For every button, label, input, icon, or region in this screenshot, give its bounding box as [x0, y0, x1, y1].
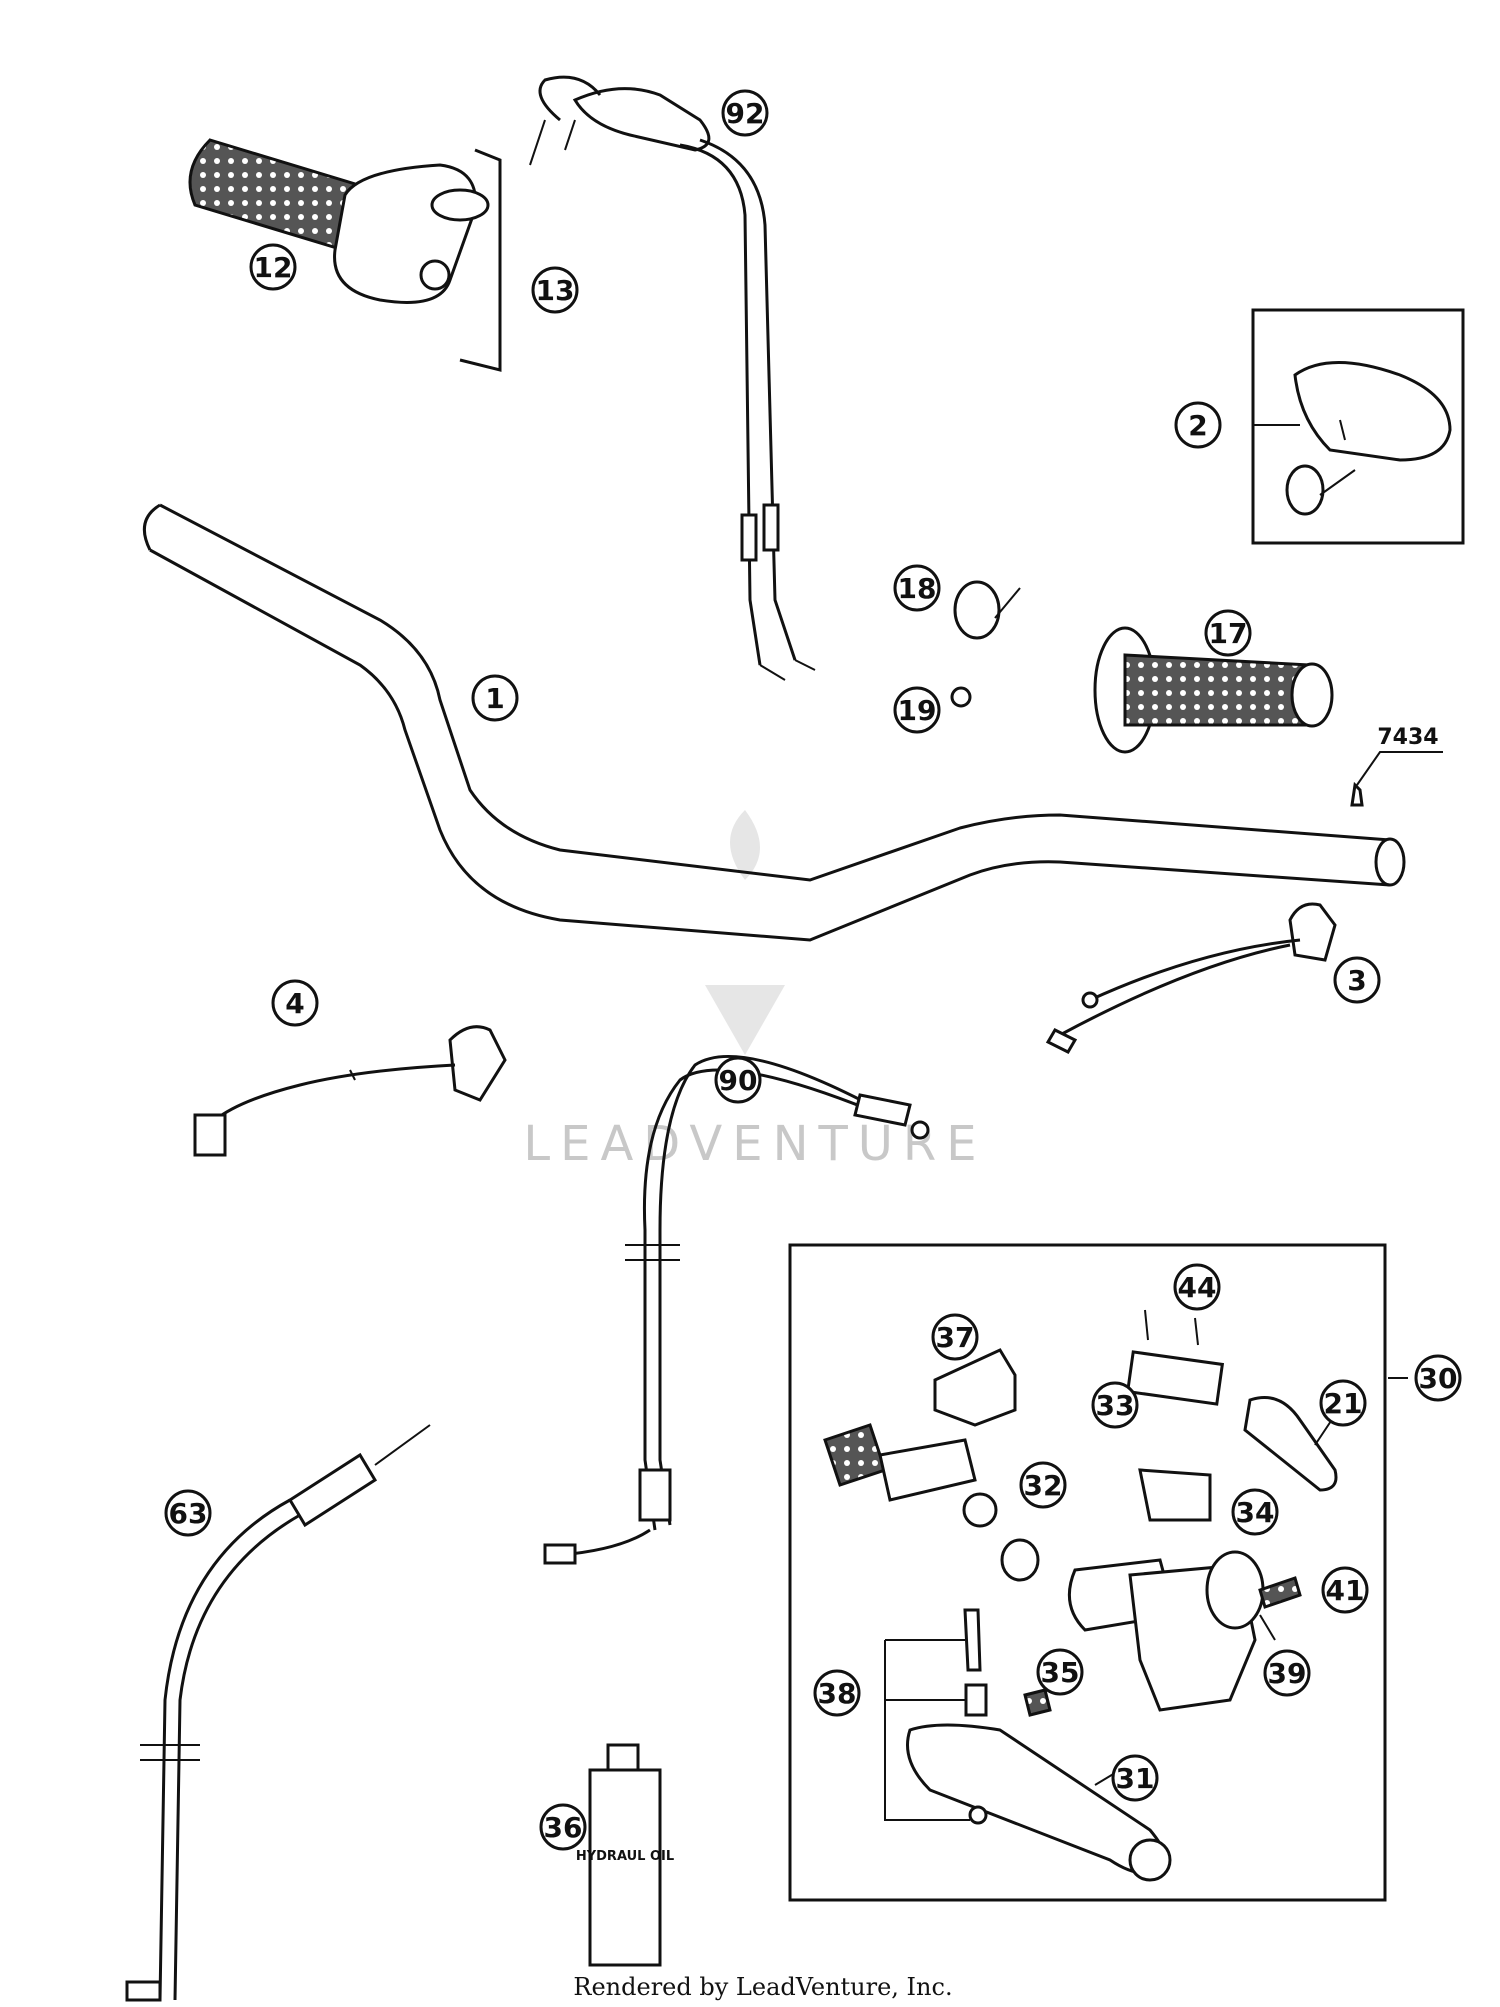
handlebar: [142, 503, 1406, 942]
oil-bottle-label: HYDRAUL OIL: [576, 1849, 674, 1864]
handlebar-pad: [1285, 361, 1452, 516]
callout-38: 38: [813, 1669, 861, 1717]
callout-39: 39: [1263, 1649, 1311, 1697]
callout-44-label: 44: [1178, 1271, 1217, 1304]
callout-90: 90: [714, 1056, 762, 1104]
callout-3: 3: [1333, 956, 1381, 1004]
throttle-grip: [188, 138, 502, 372]
callout-30-label: 30: [1419, 1362, 1458, 1395]
callout-33-label: 33: [1096, 1389, 1135, 1422]
callout-39-label: 39: [1268, 1657, 1307, 1690]
callouts: 1 2 3 4 12 13 17 18 19 21 30 31 32 33 34…: [164, 89, 1462, 1851]
callout-30: 30: [1414, 1354, 1462, 1402]
callout-21: 21: [1319, 1379, 1367, 1427]
callout-41-label: 41: [1326, 1574, 1365, 1607]
callout-1-label: 1: [485, 682, 504, 715]
inset-box-30: [788, 1243, 1387, 1902]
callout-1: 1: [471, 674, 519, 722]
callout-17-label: 17: [1209, 617, 1248, 650]
callout-90-label: 90: [719, 1064, 758, 1097]
callout-36: 36: [539, 1803, 587, 1851]
callout-31-label: 31: [1116, 1762, 1155, 1795]
watermark: LEADVENTURE: [523, 810, 977, 1172]
cover-33: [1125, 1350, 1225, 1406]
front-cable: [543, 1054, 930, 1565]
callout-18-label: 18: [898, 572, 937, 605]
callout-4-label: 4: [285, 987, 304, 1020]
footer-credit: Rendered by LeadVenture, Inc.: [573, 1973, 952, 2001]
callout-35: 35: [1036, 1648, 1084, 1696]
callout-63: 63: [164, 1489, 212, 1537]
inset-box-2: [1251, 308, 1465, 545]
nut: [950, 686, 972, 708]
throttle-cables: [529, 75, 816, 681]
boot-34: [1138, 1468, 1212, 1522]
callout-12: 12: [249, 243, 297, 291]
master-cylinder-parts: [823, 1309, 1338, 1882]
callout-63-label: 63: [169, 1497, 208, 1530]
left-grip: [1093, 626, 1334, 754]
callout-17: 17: [1204, 609, 1252, 657]
callout-21-label: 21: [1324, 1387, 1363, 1420]
callout-19: 19: [893, 686, 941, 734]
callout-92: 92: [721, 89, 769, 137]
adjuster-21: [1243, 1396, 1338, 1492]
bushing: [964, 1683, 988, 1717]
callout-2-label: 2: [1188, 409, 1207, 442]
callout-41: 41: [1321, 1566, 1369, 1614]
spring-32: [823, 1423, 887, 1487]
part-7434: 7434: [1350, 725, 1443, 807]
bracket-37: [933, 1348, 1017, 1427]
callout-38-label: 38: [818, 1677, 857, 1710]
callout-3-label: 3: [1347, 964, 1366, 997]
callout-34: 34: [1231, 1488, 1279, 1536]
callout-13-label: 13: [536, 274, 575, 307]
callout-35-label: 35: [1041, 1656, 1080, 1689]
callout-37-label: 37: [936, 1321, 975, 1354]
sensor-cable: [125, 1424, 431, 2002]
screw-41: [1258, 1576, 1302, 1609]
callout-44: 44: [1173, 1263, 1221, 1311]
callout-32-label: 32: [1024, 1469, 1063, 1502]
callout-13: 13: [531, 266, 579, 314]
callout-2: 2: [1174, 401, 1222, 449]
callout-37: 37: [931, 1313, 979, 1361]
callout-34-label: 34: [1236, 1496, 1275, 1529]
spring-35: [1023, 1688, 1052, 1717]
callout-92-label: 92: [726, 97, 765, 130]
hydraulic-oil-bottle: HYDRAUL OIL: [576, 1743, 674, 1967]
callout-36-label: 36: [544, 1811, 583, 1844]
callout-12-label: 12: [254, 251, 293, 284]
callout-31: 31: [1111, 1754, 1159, 1802]
callout-32: 32: [1019, 1461, 1067, 1509]
callout-4: 4: [271, 979, 319, 1027]
pin-38: [963, 1608, 982, 1672]
right-switch: [1045, 902, 1337, 1054]
callout-18: 18: [893, 564, 941, 612]
callout-19-label: 19: [898, 694, 937, 727]
left-switch: [193, 1025, 507, 1157]
piston: [878, 1438, 977, 1502]
grip-plug: [953, 580, 1021, 640]
part-number-label: 7434: [1377, 725, 1438, 750]
callout-33: 33: [1091, 1381, 1139, 1429]
